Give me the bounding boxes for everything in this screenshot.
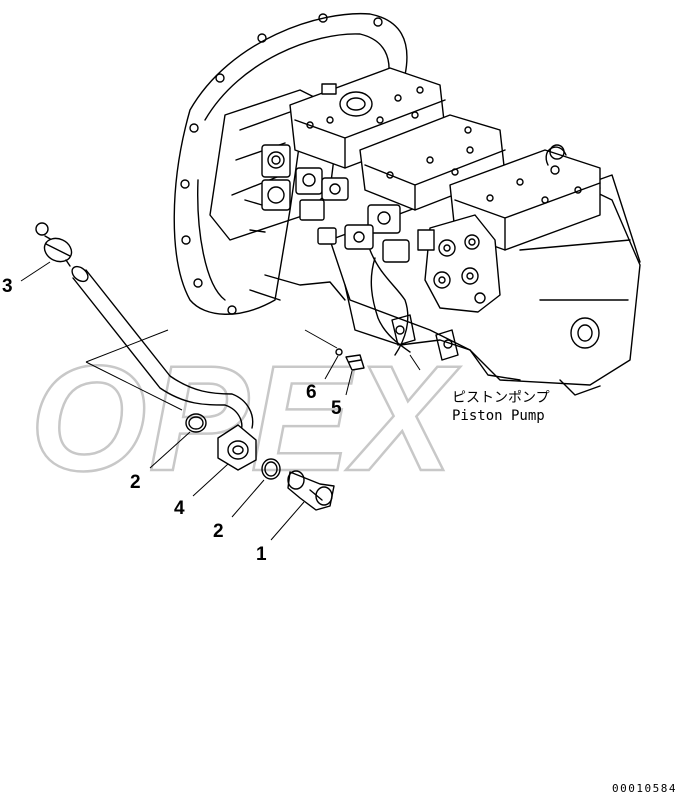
- callout-4: 4: [174, 498, 185, 519]
- assembly-caption-en: Piston Pump: [452, 408, 545, 424]
- o-ring-part-lower: [261, 458, 281, 480]
- piston-pump-assembly: [173, 12, 641, 396]
- pin-part: [335, 348, 343, 356]
- o-ring-part-upper: [185, 413, 207, 433]
- callout-5: 5: [331, 398, 342, 419]
- cap-breather-part: [35, 222, 73, 267]
- document-id: 00010584: [612, 782, 677, 795]
- callout-2-upper: 2: [130, 472, 141, 493]
- callout-2-lower: 2: [213, 521, 224, 542]
- callout-6: 6: [306, 382, 317, 403]
- watermark: OPEX: [30, 334, 461, 502]
- joint-bolt-part: [287, 470, 335, 511]
- callout-1: 1: [256, 544, 267, 565]
- assembly-caption-jp: ピストンポンプ: [452, 390, 550, 406]
- tube-part: [71, 265, 257, 471]
- leader-lines: [20, 261, 421, 541]
- plug-part: [345, 354, 365, 371]
- callout-3: 3: [2, 276, 13, 297]
